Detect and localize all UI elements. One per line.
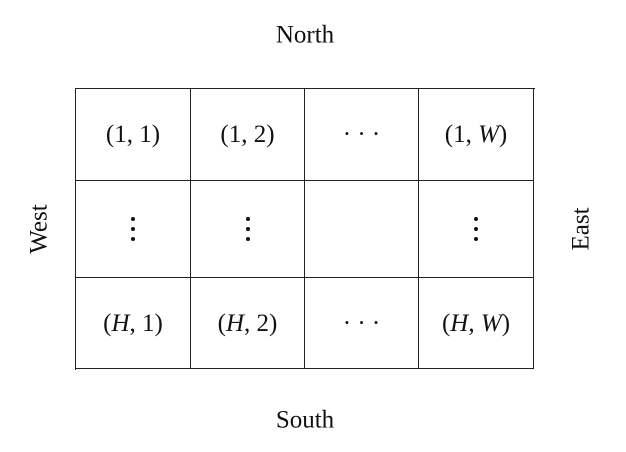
cell-label: (H, 1) (103, 309, 163, 337)
grid-diagram: (1, 1) (1, 2) · · · (1, W) (H, 1) (H, 2) · · ·… (75, 88, 535, 370)
cell-label: (1, 1) (105, 121, 161, 148)
grid-cell-2-2 (191, 181, 305, 278)
cell-label: (H, 2) (217, 309, 278, 337)
grid-cell-1-3: · · · (305, 89, 419, 181)
vertical-ellipsis-icon (474, 217, 478, 241)
grid-cell-2-3 (305, 181, 419, 278)
vertical-ellipsis-icon (131, 217, 135, 241)
south-label: South (275, 406, 335, 434)
grid-cell-3-3: · · · (305, 278, 419, 369)
north-label: North (275, 21, 335, 49)
grid-cell-3-4: (H, W) (419, 278, 534, 369)
grid-cell-2-4 (419, 181, 534, 278)
grid-cell-2-1 (76, 181, 191, 278)
grid-cell-1-4: (1, W) (419, 89, 534, 181)
grid-cell-1-2: (1, 2) (191, 89, 305, 181)
east-label: East (567, 207, 595, 251)
grid-cell-1-1: (1, 1) (76, 89, 191, 181)
cell-label: · · · (342, 121, 381, 148)
cell-label: (H, W) (441, 309, 511, 337)
grid-cell-3-2: (H, 2) (191, 278, 305, 369)
cell-label: · · · (342, 309, 381, 337)
grid-cell-3-1: (H, 1) (76, 278, 191, 369)
vertical-ellipsis-icon (245, 217, 250, 241)
west-label: West (25, 204, 53, 254)
cell-label: (1, 2) (220, 121, 275, 148)
cell-label: (1, W) (444, 121, 508, 148)
